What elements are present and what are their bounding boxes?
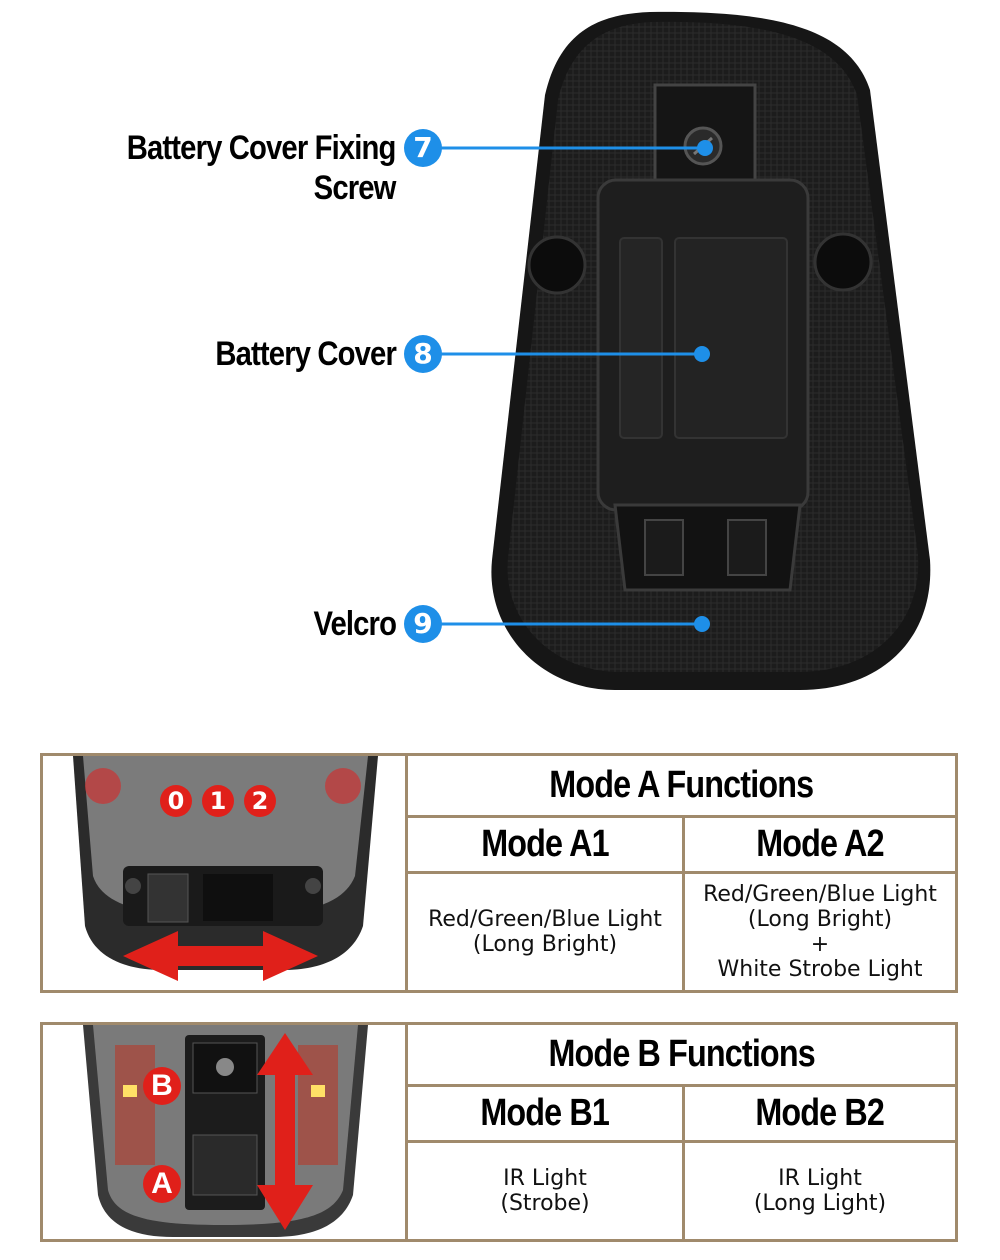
mode-a-table: 0 1 2 Mode A Functions Mode A1 Mode A2 R… [40,753,958,993]
switch-position-1: 1 [202,785,234,817]
horizontal-double-arrow-icon [123,931,318,981]
callout-badge-8: 8 [404,335,442,373]
mode-b-switch-photo: B A [43,1025,408,1239]
mount-hole-left [527,235,587,295]
mode-a1-description: Red/Green/Blue Light (Long Bright) [428,907,662,957]
mode-b2-description: IR Light (Long Light) [753,1166,887,1216]
mode-b-title: Mode B Functions [548,1033,815,1075]
callout-label-velcro: Velcro [313,605,396,643]
mode-a1-header: Mode A1 [481,823,609,865]
mode-b1-header: Mode B1 [480,1092,611,1134]
callout-leaders [423,140,713,632]
callout-dot-8 [694,346,710,362]
switch-position-0: 0 [160,785,192,817]
mode-a-switch-photo: 0 1 2 [43,756,408,990]
callout-dot-9 [694,616,710,632]
mode-b1-description: IR Light (Strobe) [500,1166,590,1216]
switch-position-2: 2 [244,785,276,817]
switch-position-a: A [143,1165,181,1203]
mode-b2-header: Mode B2 [755,1092,886,1134]
callout-label-battery-cover: Battery Cover [215,335,396,373]
mode-a2-description: Red/Green/Blue Light (Long Bright) + Whi… [703,882,937,982]
mode-b-table: B A Mode B Functions Mode B1 Mode B2 IR … [40,1022,958,1242]
mode-a2-header: Mode A2 [756,823,884,865]
callout-label-fixing-screw: Battery Cover Fixing Screw [127,129,397,207]
callout-badge-9: 9 [404,605,442,643]
device-back-illustration [491,11,931,690]
callout-dot-7 [697,140,713,156]
switch-position-b: B [143,1067,181,1105]
callout-badge-7: 7 [404,129,442,167]
mode-a-title: Mode A Functions [549,764,815,806]
product-diagram: Battery Cover Fixing Screw 7 Battery Cov… [127,11,931,690]
mount-hole-right [813,232,873,292]
vertical-double-arrow-icon [257,1033,313,1230]
